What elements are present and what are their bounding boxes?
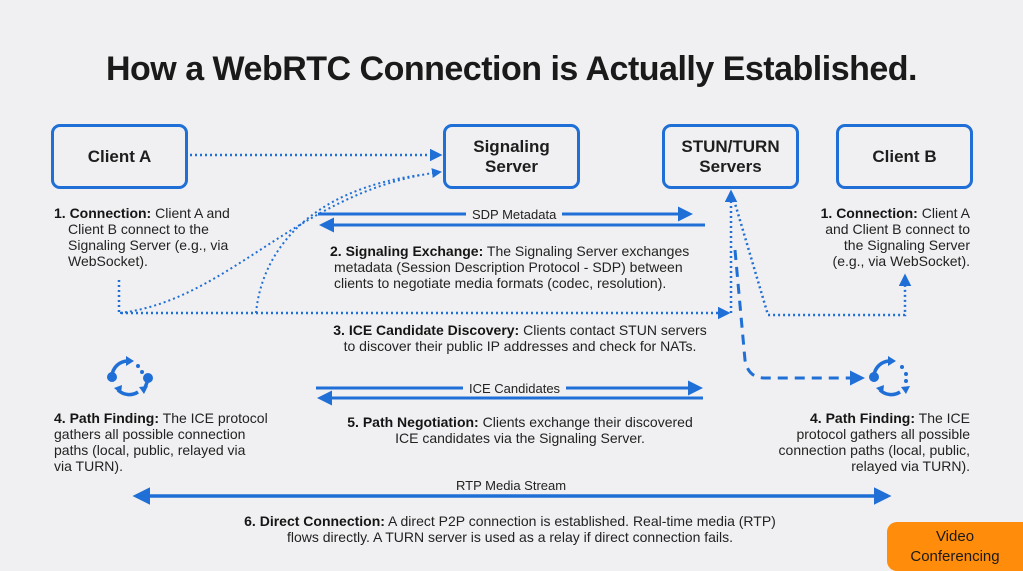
step-head: 4. Path Finding: bbox=[810, 410, 915, 426]
step-line: protocol gathers all possible bbox=[796, 426, 970, 442]
step-line: Client A and bbox=[151, 205, 230, 221]
turn-relay-wire bbox=[733, 249, 865, 386]
step-line: to discover their public IP addresses an… bbox=[343, 338, 697, 354]
step-line: The ICE bbox=[915, 410, 970, 426]
step-line: (e.g., via WebSocket). bbox=[832, 253, 970, 269]
step-3: 3. ICE Candidate Discovery: Clients cont… bbox=[300, 322, 740, 354]
step-line: via TURN). bbox=[54, 458, 123, 474]
curve-to-signaling-wire-1 bbox=[119, 168, 442, 314]
step-line: relayed via TURN). bbox=[851, 458, 970, 474]
step-line: flows directly. A TURN server is used as… bbox=[286, 529, 734, 545]
rtp-media-stream-label: RTP Media Stream bbox=[450, 478, 573, 493]
step-line: the Signaling Server bbox=[843, 237, 970, 253]
step-line: A direct P2P connection is established. … bbox=[384, 513, 776, 529]
stun-turn-label-2: Servers bbox=[699, 156, 762, 176]
video-conferencing-badge: Video Conferencing bbox=[887, 522, 1023, 571]
step-line: ICE candidates via the Signaling Server. bbox=[395, 430, 645, 446]
step-head: 5. Path Negotiation: bbox=[347, 414, 479, 430]
step-head: 1. Connection: bbox=[54, 205, 152, 221]
step-head: 6. Direct Connection: bbox=[244, 513, 385, 529]
step-line: Clients exchange their discovered bbox=[478, 414, 693, 430]
stun-to-client-b-wire bbox=[732, 199, 912, 317]
step-head: 1. Connection: bbox=[820, 205, 918, 221]
client-a-node: Client A bbox=[51, 124, 188, 189]
step-line: paths (local, public, relayed via bbox=[54, 442, 246, 458]
sdp-metadata-label: SDP Metadata bbox=[466, 207, 563, 222]
step-1-right: 1. Connection: Client A and Client B con… bbox=[790, 205, 970, 269]
signaling-server-label-1: Signaling bbox=[473, 136, 550, 156]
step-line: The Signaling Server exchanges bbox=[483, 243, 690, 259]
step-head: 2. Signaling Exchange: bbox=[330, 243, 484, 259]
cycle-arrows-icon bbox=[869, 356, 910, 397]
client-b-node: Client B bbox=[836, 124, 973, 189]
step-head: 3. ICE Candidate Discovery: bbox=[333, 322, 520, 338]
step-line: gathers all possible connection bbox=[54, 426, 246, 442]
step-line: connection paths (local, public, bbox=[778, 442, 970, 458]
badge-line-2: Conferencing bbox=[910, 547, 1000, 565]
signaling-server-node: Signaling Server bbox=[443, 124, 580, 189]
step-head: 4. Path Finding: bbox=[54, 410, 159, 426]
step-line: The ICE protocol bbox=[159, 410, 268, 426]
ice-candidates-label: ICE Candidates bbox=[463, 381, 567, 396]
step-6: 6. Direct Connection: A direct P2P conne… bbox=[190, 513, 830, 545]
step-line: clients to negotiate media formats (code… bbox=[334, 275, 667, 291]
step-line: and Client B connect to bbox=[825, 221, 970, 237]
step-line: Clients contact STUN servers bbox=[519, 322, 707, 338]
step-2: 2. Signaling Exchange: The Signaling Ser… bbox=[330, 243, 710, 291]
client-a-discovery-wire bbox=[117, 280, 731, 320]
step-line: metadata (Session Description Protocol -… bbox=[334, 259, 683, 275]
badge-line-1: Video bbox=[935, 527, 975, 545]
page-title: How a WebRTC Connection is Actually Esta… bbox=[105, 50, 918, 88]
step-1-left: 1. Connection: Client A and Client B con… bbox=[54, 205, 274, 269]
step-4-left: 4. Path Finding: The ICE protocol gather… bbox=[54, 410, 294, 474]
step-4-right: 4. Path Finding: The ICE protocol gather… bbox=[740, 410, 970, 474]
step-5: 5. Path Negotiation: Clients exchange th… bbox=[300, 414, 740, 446]
signaling-server-label-2: Server bbox=[485, 156, 538, 176]
client-b-label: Client B bbox=[872, 146, 937, 166]
client-a-label: Client A bbox=[87, 146, 152, 166]
step-line: Client A bbox=[917, 205, 970, 221]
stun-turn-node: STUN/TURN Servers bbox=[662, 124, 799, 189]
step-line: Client B connect to the bbox=[68, 221, 209, 237]
step-line: Signaling Server (e.g., via bbox=[68, 237, 229, 253]
step-line: WebSocket). bbox=[68, 253, 148, 269]
cycle-arrows-icon bbox=[107, 356, 153, 397]
stun-turn-label-1: STUN/TURN bbox=[681, 136, 780, 156]
